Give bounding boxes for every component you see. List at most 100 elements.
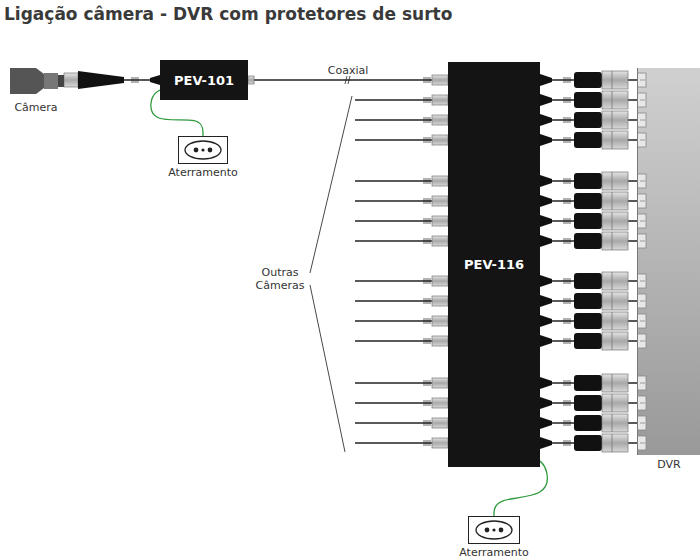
camera-cable — [355, 402, 432, 404]
bnc-ring — [612, 131, 613, 149]
cable-ferrule — [568, 338, 569, 344]
dvr-port-pin — [640, 100, 645, 101]
cable-ferrule — [426, 178, 427, 184]
cable-ferrule — [568, 178, 569, 184]
dvr-port-pin — [640, 181, 645, 182]
bnc-ring — [612, 192, 613, 210]
cable-label: Coaxial — [328, 64, 369, 77]
bnc-connector — [602, 434, 628, 452]
outlet-pin — [201, 148, 204, 151]
cable-ferrule — [568, 238, 569, 244]
bnc-connector — [602, 131, 628, 149]
camera-lens — [44, 73, 58, 89]
plug-boot — [540, 397, 552, 409]
cable-ferrule — [568, 318, 569, 324]
cable-ferrule — [568, 218, 569, 224]
cable-ferrule — [426, 298, 427, 304]
node-label: Aterramento — [459, 546, 529, 559]
cable-ferrule — [428, 218, 429, 224]
cable-ferrule — [424, 298, 425, 304]
bracket-line — [310, 285, 345, 452]
dvr-port — [638, 73, 646, 87]
camera-cable — [355, 340, 432, 342]
cable-ferrule — [424, 380, 425, 386]
bnc-connector — [602, 312, 628, 330]
cable-ferrule — [566, 338, 567, 344]
cable-ferrule — [564, 198, 565, 204]
bnc-connector — [602, 292, 628, 310]
cable-ferrule — [132, 77, 133, 83]
cable-ferrule — [138, 77, 139, 83]
plug-boot — [540, 315, 552, 327]
cable-ferrule — [428, 318, 429, 324]
plug-boot — [574, 293, 602, 309]
cable-ferrule — [426, 117, 427, 123]
cable-ferrule — [426, 238, 427, 244]
bnc-connector — [432, 378, 448, 388]
cable-ferrule — [426, 318, 427, 324]
dvr-port — [638, 376, 646, 390]
camera-cable — [355, 382, 432, 384]
bnc-connector — [432, 438, 448, 448]
plug-boot — [574, 112, 602, 128]
plug-boot — [540, 215, 552, 227]
dvr-port — [638, 274, 646, 288]
plug-boot — [574, 375, 602, 391]
cable-ferrule — [570, 318, 571, 324]
dvr-port-pin — [640, 80, 645, 81]
plug-boot — [540, 417, 552, 429]
plug-boot — [574, 213, 602, 229]
cable-ferrule — [430, 278, 431, 284]
bnc-connector — [432, 236, 448, 246]
camera-cable — [355, 320, 432, 322]
cable-ferrule — [570, 338, 571, 344]
bnc-connector — [602, 232, 628, 250]
cable-ferrule — [566, 178, 567, 184]
bnc-connector — [602, 172, 628, 190]
dvr-port-pin — [640, 341, 645, 342]
bnc-ring — [612, 434, 613, 452]
bnc-connector — [602, 71, 628, 89]
cable-ferrule — [566, 77, 567, 83]
camera-cable — [355, 220, 432, 222]
bnc-ring — [612, 232, 613, 250]
bnc-connector — [432, 216, 448, 226]
dvr-port-pin — [640, 321, 645, 322]
cable-ferrule — [570, 238, 571, 244]
cable-ferrule — [424, 318, 425, 324]
outlet-face — [476, 521, 512, 539]
cable-ferrule — [564, 400, 565, 406]
cable-ferrule — [134, 77, 135, 83]
ground-outlet: Aterramento — [468, 516, 520, 544]
ground-outlet: Aterramento — [178, 136, 228, 164]
cable-ferrule — [428, 298, 429, 304]
bnc-connector — [432, 95, 448, 105]
cable-ferrule — [424, 420, 425, 426]
plug-boot — [540, 114, 552, 126]
dvr-port — [638, 174, 646, 188]
cable-ferrule — [428, 238, 429, 244]
bnc-connector — [602, 212, 628, 230]
bnc-ring — [612, 111, 613, 129]
bnc-ring — [612, 172, 613, 190]
cable-ferrule — [430, 420, 431, 426]
cable-ferrule — [428, 380, 429, 386]
cable-ferrule — [564, 380, 565, 386]
bnc-connector — [432, 316, 448, 326]
cable-ferrule — [570, 420, 571, 426]
cable-ferrule — [564, 440, 565, 446]
cable-ferrule — [568, 97, 569, 103]
cable-ferrule — [428, 77, 429, 83]
dvr-port-pin — [640, 443, 645, 444]
bnc-connector — [248, 76, 254, 84]
cable-ferrule — [424, 278, 425, 284]
cable-ferrule — [424, 400, 425, 406]
device-name: PEV-116 — [464, 257, 524, 272]
cable-ferrule — [566, 218, 567, 224]
camera-cable — [355, 200, 432, 202]
plug-boot — [150, 75, 160, 85]
cable-ferrule — [566, 298, 567, 304]
cable-ferrule — [430, 117, 431, 123]
